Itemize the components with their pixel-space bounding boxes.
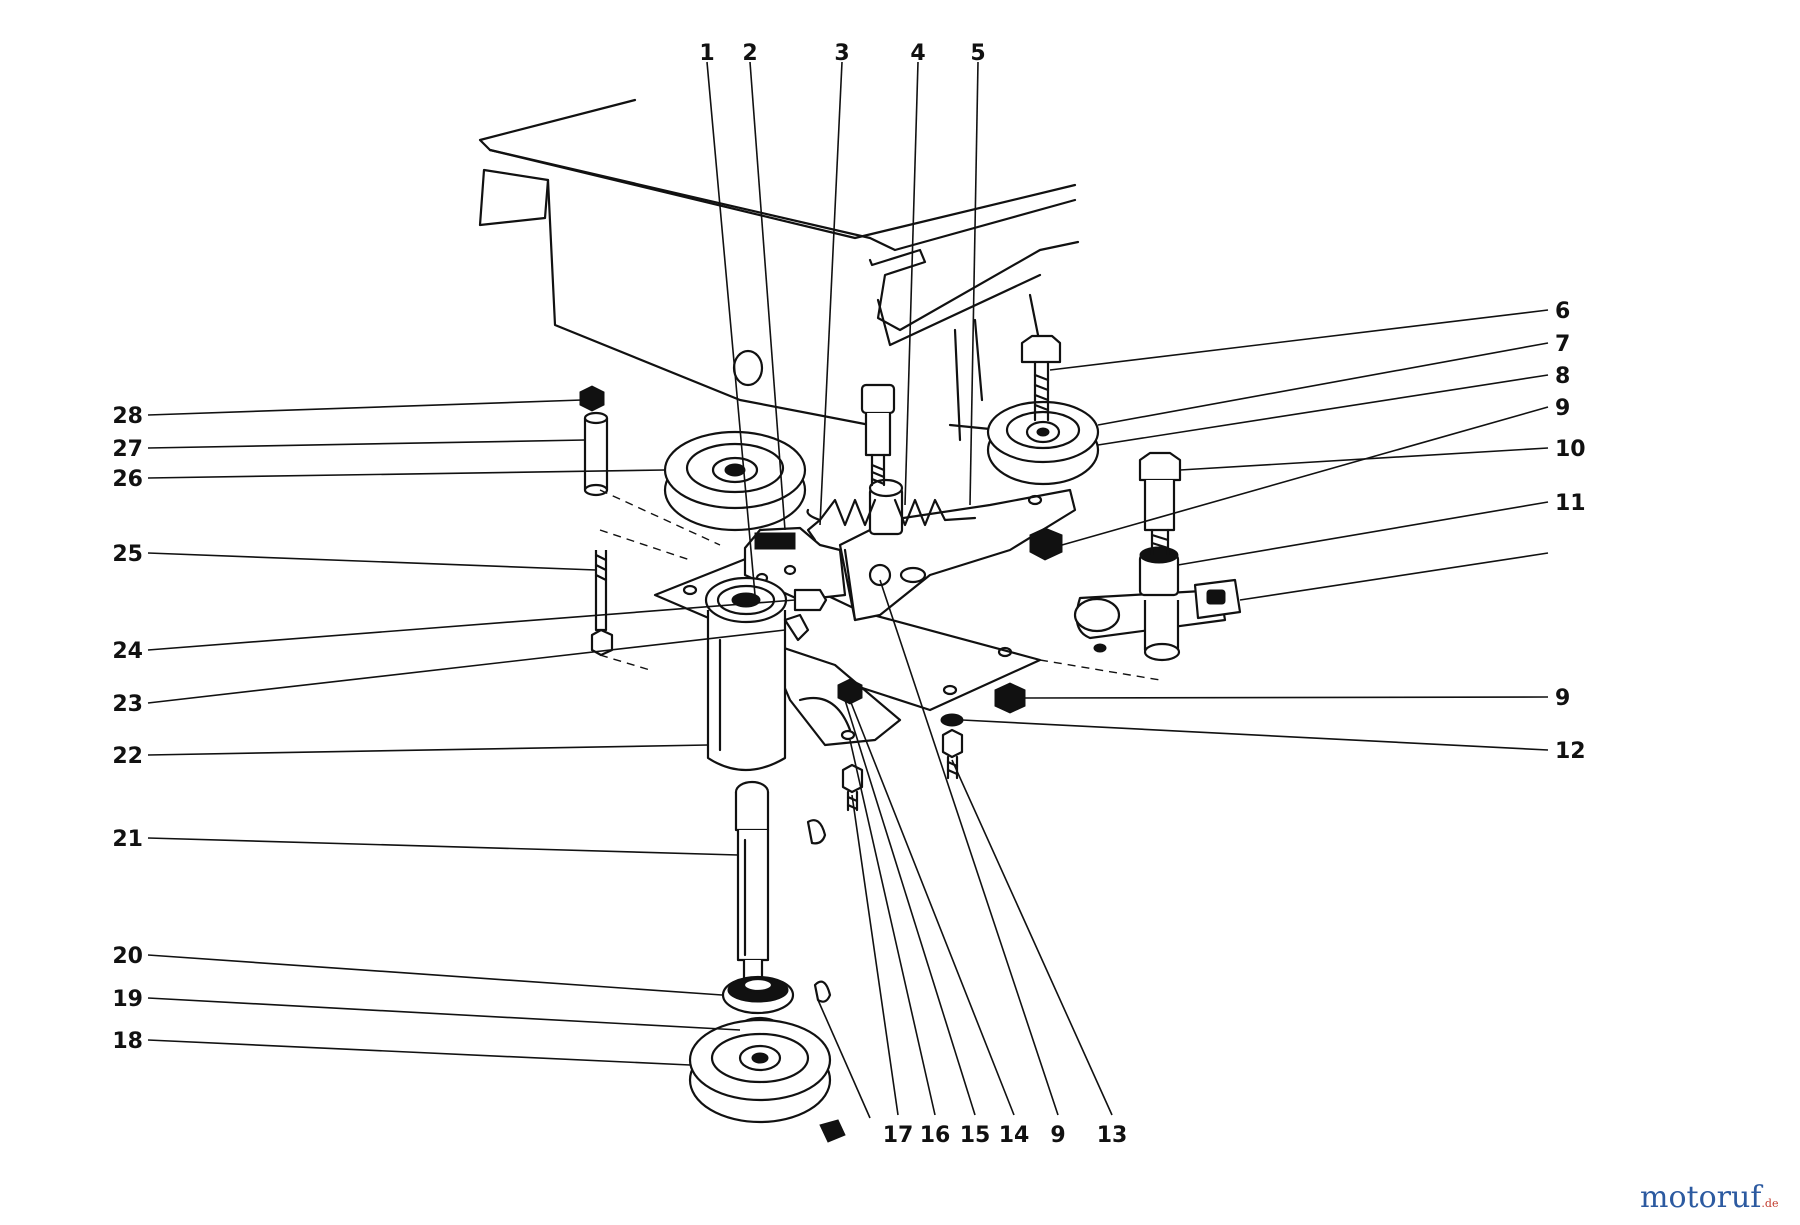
watermark-suffix: .de (1761, 1197, 1779, 1210)
callout-25: 25 (112, 542, 143, 567)
bracket-assembly (1073, 451, 1242, 662)
callout-15: 15 (960, 1123, 991, 1148)
lower-pulley (688, 975, 846, 1143)
watermark-text: motoruf (1640, 1180, 1762, 1215)
callout-7: 7 (1555, 332, 1570, 357)
callout-10: 10 (1555, 437, 1586, 462)
callout-22: 22 (112, 744, 143, 769)
callout-8: 8 (1555, 364, 1570, 389)
callout-14: 14 (999, 1123, 1030, 1148)
callout-17: 17 (883, 1123, 914, 1148)
watermark-logo: motoruf.de (1640, 1180, 1778, 1215)
spindle-shaft (734, 780, 827, 982)
right-pulley (986, 334, 1100, 561)
callout-23: 23 (112, 692, 143, 717)
callout-9-upper: 9 (1555, 396, 1570, 421)
callout-3: 3 (834, 41, 849, 66)
callout-1: 1 (699, 41, 714, 66)
callout-11: 11 (1555, 491, 1586, 516)
leader-lines (147, 61, 1549, 1119)
callout-24: 24 (112, 639, 143, 664)
callout-28: 28 (112, 404, 143, 429)
callout-9-bottom: 9 (1050, 1123, 1065, 1148)
callout-20: 20 (112, 944, 143, 969)
callout-5: 5 (970, 41, 985, 66)
callout-26: 26 (112, 467, 143, 492)
callout-4: 4 (910, 41, 925, 66)
callout-9-right: 9 (1555, 686, 1570, 711)
callout-2: 2 (742, 41, 757, 66)
callout-21: 21 (112, 827, 143, 852)
callout-18: 18 (112, 1029, 143, 1054)
left-pulley (663, 430, 807, 532)
callout-12: 12 (1555, 739, 1586, 764)
idler-arm (806, 383, 1077, 622)
callout-13: 13 (1097, 1123, 1128, 1148)
callout-19: 19 (112, 987, 143, 1012)
spindle-housing (704, 576, 828, 772)
callout-6: 6 (1555, 299, 1570, 324)
callout-labels: 1 2 3 4 5 6 7 8 9 10 11 9 12 13 9 14 15 … (112, 41, 1585, 1148)
callout-16: 16 (920, 1123, 951, 1148)
deck-housing (478, 98, 1080, 442)
callout-27: 27 (112, 437, 143, 462)
